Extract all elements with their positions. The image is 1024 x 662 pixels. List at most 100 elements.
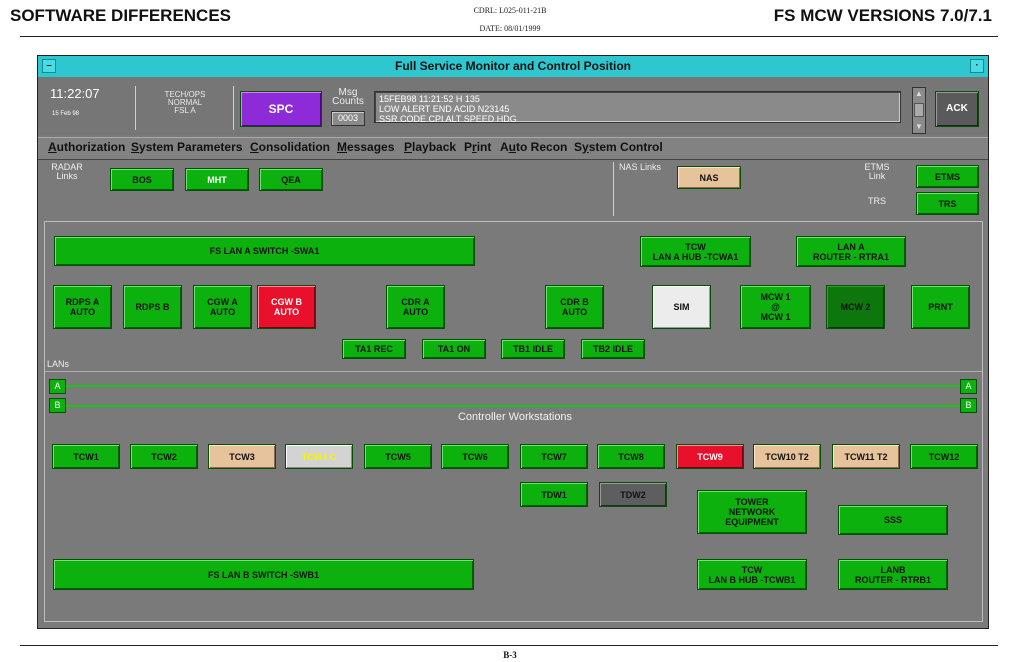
ops-status-line2: NORMAL xyxy=(167,98,203,107)
divider xyxy=(135,86,136,130)
button-line: CDR A xyxy=(401,297,430,307)
mcw1-button[interactable]: MCW 1@MCW 1 xyxy=(740,285,811,329)
ack-button[interactable]: ACK xyxy=(935,91,979,127)
button-line: ROUTER - RTRB1 xyxy=(855,574,931,585)
doc-date: DATE: 08/01/1999 xyxy=(479,24,541,33)
menu-consolidation[interactable]: Consolidation xyxy=(250,140,330,154)
tcw5-button[interactable]: TCW5 xyxy=(364,444,432,469)
tcw12-button[interactable]: TCW12 xyxy=(910,444,978,469)
bus-b-left-marker: B xyxy=(49,398,66,413)
tcw4-button[interactable]: TCW4 C xyxy=(285,444,353,469)
header-rule xyxy=(20,36,998,37)
lan-panel xyxy=(44,221,983,622)
button-line: LAN B HUB -TCWB1 xyxy=(708,574,796,585)
controller-workstations-title: Controller Workstations xyxy=(457,411,573,423)
radar-label-line2: Links xyxy=(56,171,78,181)
tcw3-button[interactable]: TCW3 xyxy=(208,444,276,469)
radar-bos-button[interactable]: BOS xyxy=(110,168,174,191)
menu-label: S xyxy=(574,140,583,154)
menu-label: stem Control xyxy=(588,140,663,154)
prnt-button[interactable]: PRNT xyxy=(911,285,970,329)
ops-status-line3: FSL A xyxy=(174,106,196,115)
menu-auto-recon[interactable]: Auto Recon xyxy=(500,140,567,154)
tdw2-button[interactable]: TDW2 xyxy=(599,482,667,507)
menu-system-parameters[interactable]: System Parameters xyxy=(131,140,242,154)
lan-a-switch-button[interactable]: FS LAN A SWITCH -SWA1 xyxy=(54,236,475,266)
menu-print[interactable]: Print xyxy=(464,140,491,154)
divider xyxy=(613,162,614,216)
button-line: TOWER xyxy=(735,497,769,507)
tcw10-button[interactable]: TCW10 T2 xyxy=(753,444,821,469)
button-line: AUTO xyxy=(69,307,96,317)
tb1-idle-button[interactable]: TB1 IDLE xyxy=(501,339,565,359)
menu-messages[interactable]: Messages xyxy=(337,140,394,154)
scroll-thumb[interactable] xyxy=(914,103,924,117)
tcw11-button[interactable]: TCW11 T2 xyxy=(832,444,900,469)
button-line: TCW xyxy=(741,564,763,575)
divider xyxy=(233,86,234,130)
tcw8-button[interactable]: TCW8 xyxy=(597,444,665,469)
ta1-on-button[interactable]: TA1 ON xyxy=(422,339,486,359)
button-line: AUTO xyxy=(402,307,429,317)
divider xyxy=(45,371,982,372)
minimize-button[interactable]: – xyxy=(42,59,56,73)
menu-authorization[interactable]: Authorization xyxy=(48,140,125,154)
radar-qea-button[interactable]: QEA xyxy=(259,168,323,191)
menu-label: uthorization xyxy=(56,140,126,154)
button-line: RDPS A xyxy=(65,297,100,307)
msg-counts-label: Msg Counts xyxy=(330,87,366,107)
menu-system-control[interactable]: System Control xyxy=(574,140,663,154)
nas-button[interactable]: NAS xyxy=(677,166,741,189)
clock-time: 11:22:07 xyxy=(50,86,100,101)
msg-label-line2: Counts xyxy=(332,96,364,107)
spc-button[interactable]: SPC xyxy=(240,91,322,127)
tb2-idle-button[interactable]: TB2 IDLE xyxy=(581,339,645,359)
msg-label-line1: Msg xyxy=(338,87,358,98)
mnemonic: C xyxy=(250,140,259,154)
sim-button[interactable]: SIM xyxy=(652,285,711,329)
tcw1-button[interactable]: TCW1 xyxy=(52,444,120,469)
etms-button[interactable]: ETMS xyxy=(916,165,979,188)
ta1-rec-button[interactable]: TA1 REC xyxy=(342,339,406,359)
clock-date: 15 Feb 98 xyxy=(52,111,80,117)
lan-b-switch-button[interactable]: FS LAN B SWITCH -SWB1 xyxy=(53,559,474,590)
radar-label-line1: RADAR xyxy=(51,162,83,172)
msg-count-value: 0003 xyxy=(331,111,365,126)
menu-playback[interactable]: Playback xyxy=(404,140,456,154)
tcw6-button[interactable]: TCW6 xyxy=(441,444,509,469)
tdw1-button[interactable]: TDW1 xyxy=(520,482,588,507)
rdps-b-button[interactable]: RDPS B xyxy=(123,285,182,329)
cdrl-number: CDRL: L025-011-21B xyxy=(473,6,547,15)
button-line: LANB xyxy=(880,564,906,575)
window-title: Full Service Monitor and Control Positio… xyxy=(394,59,631,73)
message-list[interactable]: 15FEB98 11:21:52 H 135 LOW ALERT END ACI… xyxy=(374,91,901,124)
scroll-up-icon[interactable]: ▲ xyxy=(915,89,923,98)
maximize-button[interactable]: · xyxy=(970,59,984,73)
tcw9-button[interactable]: TCW9 xyxy=(676,444,744,469)
bus-a-right-marker: A xyxy=(960,379,977,394)
mcw2-button[interactable]: MCW 2 xyxy=(826,285,885,329)
sss-button[interactable]: SSS xyxy=(838,505,948,535)
mnemonic: S xyxy=(131,140,140,154)
trs-button[interactable]: TRS xyxy=(916,192,979,215)
tcw7-button[interactable]: TCW7 xyxy=(520,444,588,469)
message-scrollbar[interactable]: ▲ ▼ xyxy=(912,87,926,134)
button-line: AUTO xyxy=(561,307,588,317)
bus-a-left-marker: A xyxy=(49,379,66,394)
tcw2-button[interactable]: TCW2 xyxy=(130,444,198,469)
menu-label: essages xyxy=(347,140,395,154)
radar-mht-button[interactable]: MHT xyxy=(185,168,249,191)
scroll-down-icon[interactable]: ▼ xyxy=(915,122,923,131)
mnemonic: y xyxy=(582,140,589,154)
etms-label-line2: Link xyxy=(868,171,886,181)
